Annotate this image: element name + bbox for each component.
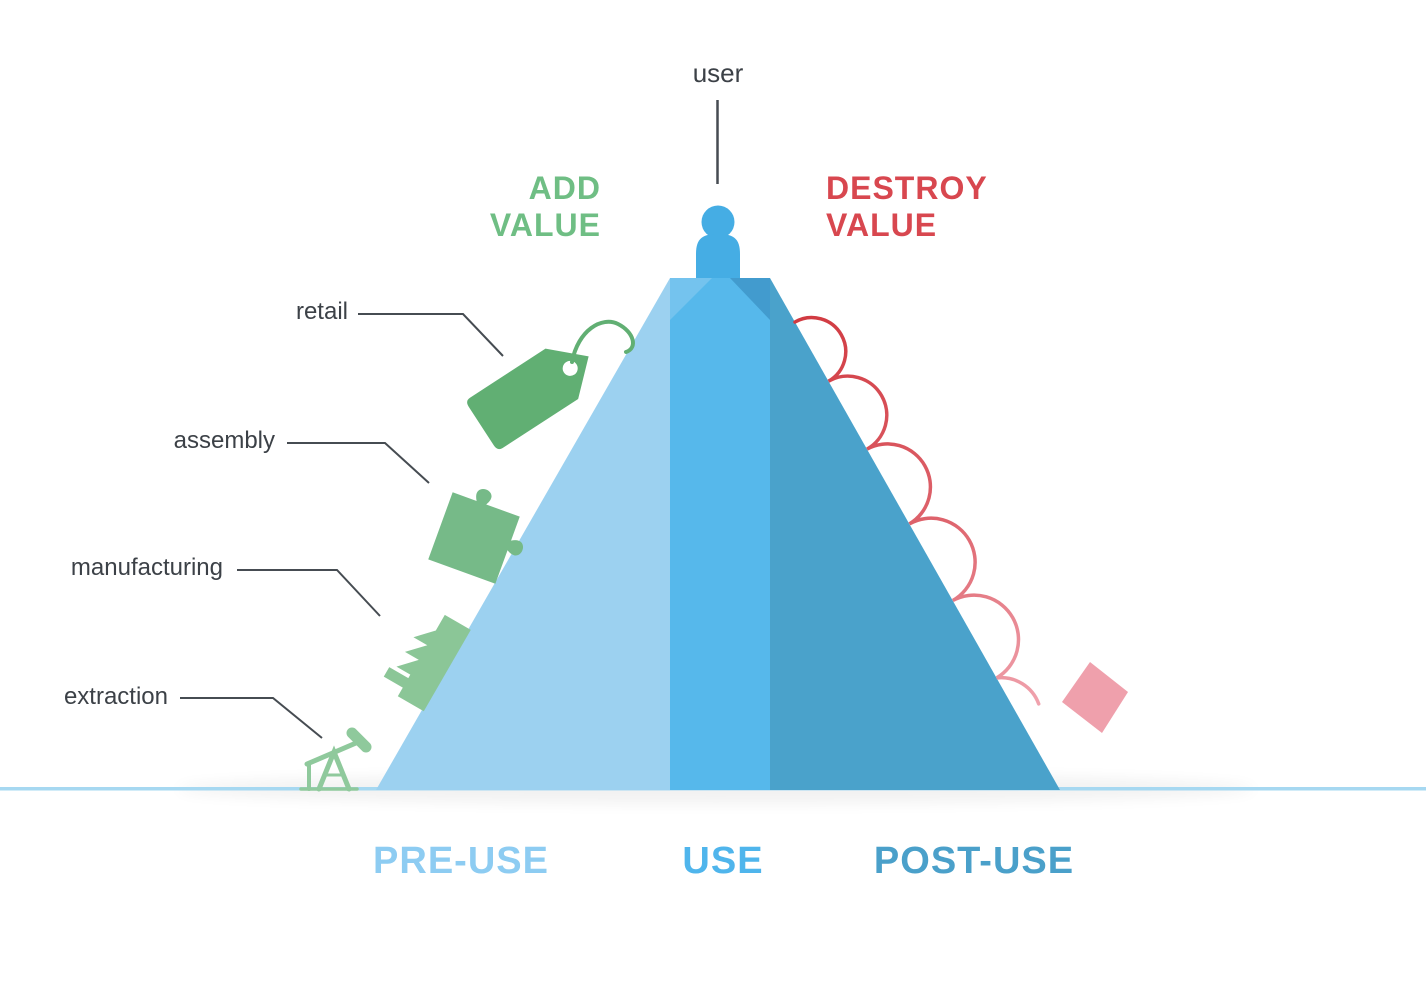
add-value-line2: VALUE xyxy=(489,207,601,243)
extraction-connector-line xyxy=(180,697,323,739)
manufacturing-connector-line xyxy=(237,569,381,617)
waste-cube-icon xyxy=(1062,662,1128,733)
destroy-value-line2: VALUE xyxy=(826,207,938,243)
add-value-line1: ADD xyxy=(528,170,601,206)
phase-label-pre-use: PRE-USE xyxy=(373,840,549,882)
assembly-connector-line xyxy=(287,442,430,484)
pyramid-top-bevel-left xyxy=(670,278,712,320)
pyramid-center-column xyxy=(670,278,770,790)
user-figure-icon xyxy=(696,205,740,278)
stage-label-manufacturing: manufacturing xyxy=(70,554,223,581)
retail-connector-line xyxy=(358,313,504,357)
user-label: user xyxy=(692,58,744,88)
bounce-arcs-path xyxy=(793,315,1041,706)
add-value-heading: ADD VALUE xyxy=(401,170,601,244)
pyramid-left-face xyxy=(376,278,670,790)
stage-label-retail: retail xyxy=(295,298,348,325)
price-tag-string xyxy=(570,319,635,364)
destroy-value-line1: DESTROY xyxy=(826,170,988,206)
pyramid-top-bevel-right xyxy=(730,278,770,320)
price-tag-icon xyxy=(467,348,589,450)
stage-label-extraction: extraction xyxy=(63,683,168,710)
puzzle-piece-icon xyxy=(428,489,523,584)
phase-label-post-use: POST-USE xyxy=(873,840,1075,882)
stage-label-assembly: assembly xyxy=(173,427,275,454)
oil-pump-icon xyxy=(299,727,372,792)
destroy-value-heading: DESTROY VALUE xyxy=(826,170,1086,244)
factory-icon xyxy=(383,614,471,712)
pyramid-right-face xyxy=(770,278,1060,790)
phase-label-use: USE xyxy=(682,840,764,882)
